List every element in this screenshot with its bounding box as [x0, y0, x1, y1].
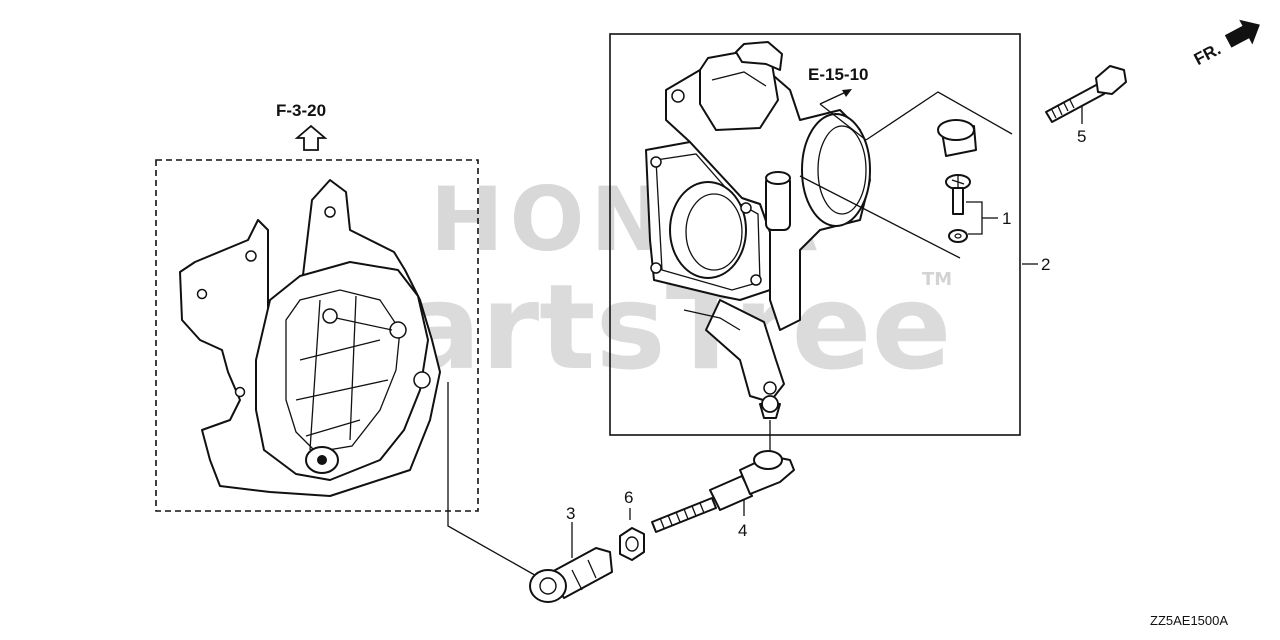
bolt-leader-line: [865, 91, 1013, 141]
front-direction-label: FR.: [1191, 39, 1224, 69]
bolt-part[interactable]: [1045, 65, 1127, 123]
reference-arrowhead-icon: [842, 89, 852, 97]
watermark-trademark: TM: [922, 269, 952, 290]
bracket-group-box: [155, 159, 479, 512]
throttle-rod-part[interactable]: [651, 450, 795, 533]
callout-6[interactable]: 6: [624, 488, 633, 507]
reference-label-upper-left[interactable]: F-3-20: [276, 101, 326, 120]
up-arrow-icon: [294, 124, 328, 151]
callout-3[interactable]: 3: [566, 504, 575, 523]
throttle-bracket: [179, 179, 441, 497]
callout-2[interactable]: 2: [1041, 255, 1050, 274]
throttle-group-box: [609, 33, 1021, 436]
socket-part[interactable]: [529, 547, 613, 603]
reference-label-throttle[interactable]: E-15-10: [808, 65, 868, 84]
plug-part[interactable]: [937, 119, 977, 157]
reference-arrow-line: [819, 91, 847, 105]
screw-leader-line: [799, 175, 961, 259]
ref-leader-line: [819, 103, 867, 141]
callout-1[interactable]: 1: [1002, 209, 1011, 228]
screw-part[interactable]: [945, 174, 971, 243]
callout-4[interactable]: 4: [738, 521, 747, 540]
socket-link-line: [447, 382, 541, 579]
front-direction-marker: FR.: [1191, 19, 1260, 69]
nut-part[interactable]: [619, 527, 645, 561]
figure-code: ZZ5AE1500A: [1150, 613, 1228, 628]
callout-1-bracket: [966, 201, 983, 235]
throttle-body: [645, 41, 871, 419]
front-arrow-icon: [1224, 19, 1260, 48]
callout-5[interactable]: 5: [1077, 127, 1086, 146]
